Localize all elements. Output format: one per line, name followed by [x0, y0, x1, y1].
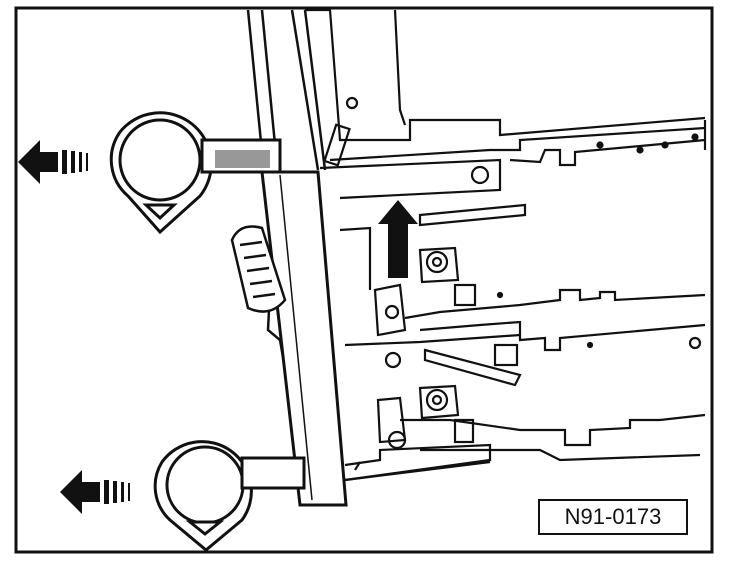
release-key-icon — [153, 440, 306, 552]
release-key-icon — [109, 111, 282, 235]
radio-housing — [305, 8, 707, 482]
figure-code-label: N91-0173 — [538, 499, 688, 535]
pull-arrow-icon — [18, 140, 88, 184]
front-bar — [260, 170, 348, 507]
push-arrow-icon — [378, 200, 418, 278]
figure-frame — [14, 6, 714, 554]
pull-arrow-icon — [60, 470, 130, 514]
adjustment-knob — [230, 225, 287, 313]
